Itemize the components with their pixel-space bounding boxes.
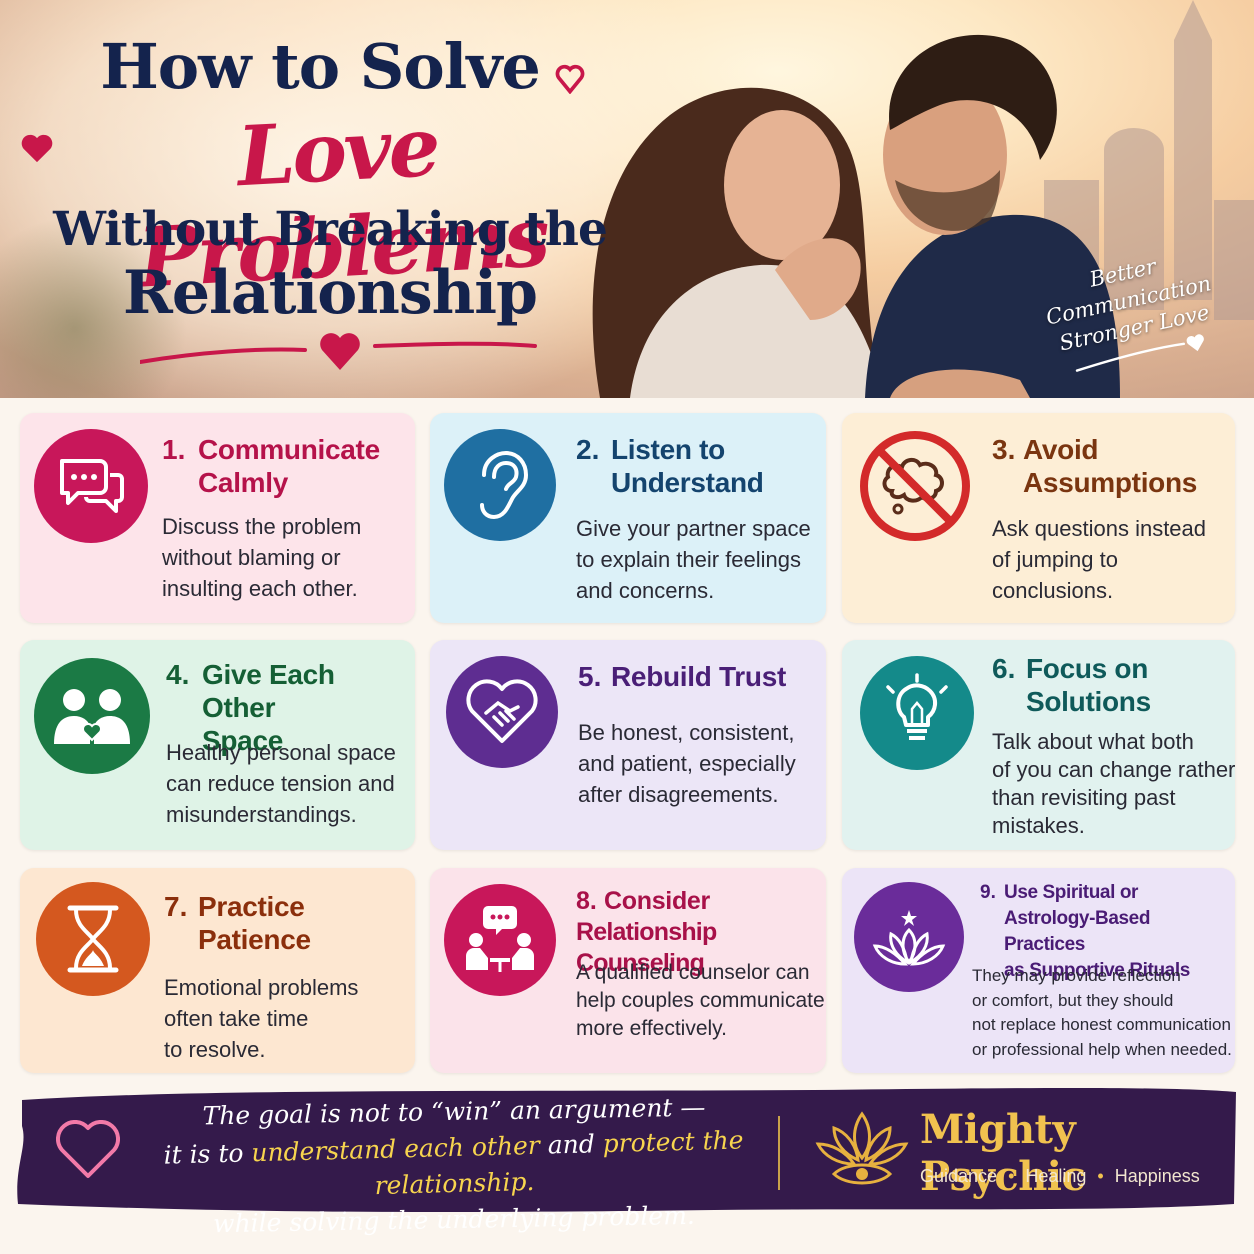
couple-illustration bbox=[592, 34, 1120, 398]
quote-highlight-1: understand each other bbox=[251, 1130, 541, 1168]
counseling-icon bbox=[444, 884, 556, 996]
hourglass-icon bbox=[36, 882, 150, 996]
tip-number: 7. bbox=[164, 891, 188, 922]
no-thought-cloud-icon bbox=[858, 429, 972, 543]
tip-card-9: 9. Use Spiritual or Astrology-Based Prac… bbox=[842, 868, 1235, 1073]
quote-banner: The goal is not to “win” an argument — i… bbox=[14, 1086, 1240, 1238]
brand-tagline: Guidance•Healing•Happiness bbox=[920, 1166, 1200, 1186]
tip-card-4: 4. Give Each Other Space Healthy persona… bbox=[20, 640, 415, 850]
tip-number: 8. bbox=[576, 887, 597, 915]
tip-number: 9. bbox=[980, 882, 996, 903]
tip-description: Healthy personal space can reduce tensio… bbox=[166, 740, 396, 827]
heart-icon bbox=[1075, 334, 1204, 372]
heart-icon bbox=[555, 64, 585, 94]
tip-title: Avoid Assumptions bbox=[1023, 434, 1198, 498]
lotus-eye-logo-icon bbox=[815, 1111, 909, 1185]
handshake-heart-icon bbox=[446, 656, 558, 768]
banner-divider bbox=[778, 1116, 780, 1190]
tip-description: Discuss the problem without blaming or i… bbox=[162, 514, 362, 601]
brush-stroke-background bbox=[17, 1088, 1236, 1212]
tip-card-2: 2. Listen to Understand Give your partne… bbox=[430, 413, 826, 623]
tip-card-8: 8. Consider Relationship Counseling A qu… bbox=[430, 868, 826, 1073]
tip-description: Talk about what both of you can change r… bbox=[992, 729, 1236, 838]
tip-title: Listen to Understand bbox=[611, 434, 764, 498]
tip-number: 2. bbox=[576, 434, 600, 465]
title-line-1: How to Solve bbox=[100, 30, 541, 103]
brand-name: Mighty Psychic bbox=[920, 1106, 1086, 1200]
heart-divider-icon bbox=[140, 333, 537, 370]
heart-outline-icon bbox=[56, 1120, 120, 1178]
tip-description: A qualified counselor can help couples c… bbox=[576, 961, 825, 1040]
tip-description: Emotional problems often take time to re… bbox=[164, 975, 359, 1062]
tip-description: Be honest, consistent, and patient, espe… bbox=[578, 720, 796, 807]
tip-title: Communicate Calmly bbox=[198, 434, 380, 498]
tip-title: Give Each Other Space bbox=[202, 659, 335, 756]
tip-title: Use Spiritual or Astrology-Based Practic… bbox=[1004, 882, 1190, 981]
tip-title: Practice Patience bbox=[198, 891, 311, 955]
tip-description: They may provide reflection or comfort, … bbox=[972, 966, 1232, 1059]
tip-card-5: 5. Rebuild Trust Be honest, consistent, … bbox=[430, 640, 826, 850]
hero-badge: Better Communication Stronger Love bbox=[1022, 238, 1242, 394]
closing-quote: The goal is not to “win” an argument — i… bbox=[124, 1093, 784, 1239]
tip-card-3: 3. Avoid Assumptions Ask questions inste… bbox=[842, 413, 1235, 623]
chat-bubbles-icon bbox=[34, 429, 148, 543]
tip-card-7: 7. Practice Patience Emotional problems … bbox=[20, 868, 415, 1073]
two-people-heart-icon bbox=[34, 658, 150, 774]
tip-title-line-2: Relationship Counseling bbox=[576, 918, 717, 977]
tip-number: 5. bbox=[578, 661, 602, 692]
ear-icon bbox=[444, 429, 556, 541]
title-line-3: Without Breaking the bbox=[53, 202, 608, 257]
hero-title: How to Solve Love Problems Without Break… bbox=[0, 26, 660, 386]
tip-card-6: 6. Focus on Solutions Talk about what bo… bbox=[842, 640, 1235, 850]
tip-card-1: 1. Communicate Calmly Discuss the proble… bbox=[20, 413, 415, 623]
tip-number: 3. bbox=[992, 434, 1016, 465]
heart-icon bbox=[21, 134, 53, 163]
tip-number: 6. bbox=[992, 653, 1016, 684]
tip-description: Give your partner space to explain their… bbox=[576, 516, 811, 603]
lotus-icon bbox=[854, 882, 964, 992]
tip-number: 4. bbox=[166, 659, 190, 690]
hero-banner: How to Solve Love Problems Without Break… bbox=[0, 0, 1254, 398]
tip-number: 1. bbox=[162, 434, 186, 465]
tip-description: Ask questions instead of jumping to conc… bbox=[992, 516, 1207, 603]
title-line-4: Relationship bbox=[122, 258, 538, 328]
tip-title: Consider bbox=[604, 887, 710, 915]
tip-title: Rebuild Trust bbox=[611, 661, 786, 692]
lightbulb-icon bbox=[860, 656, 974, 770]
tip-title: Focus on Solutions bbox=[1026, 653, 1151, 717]
